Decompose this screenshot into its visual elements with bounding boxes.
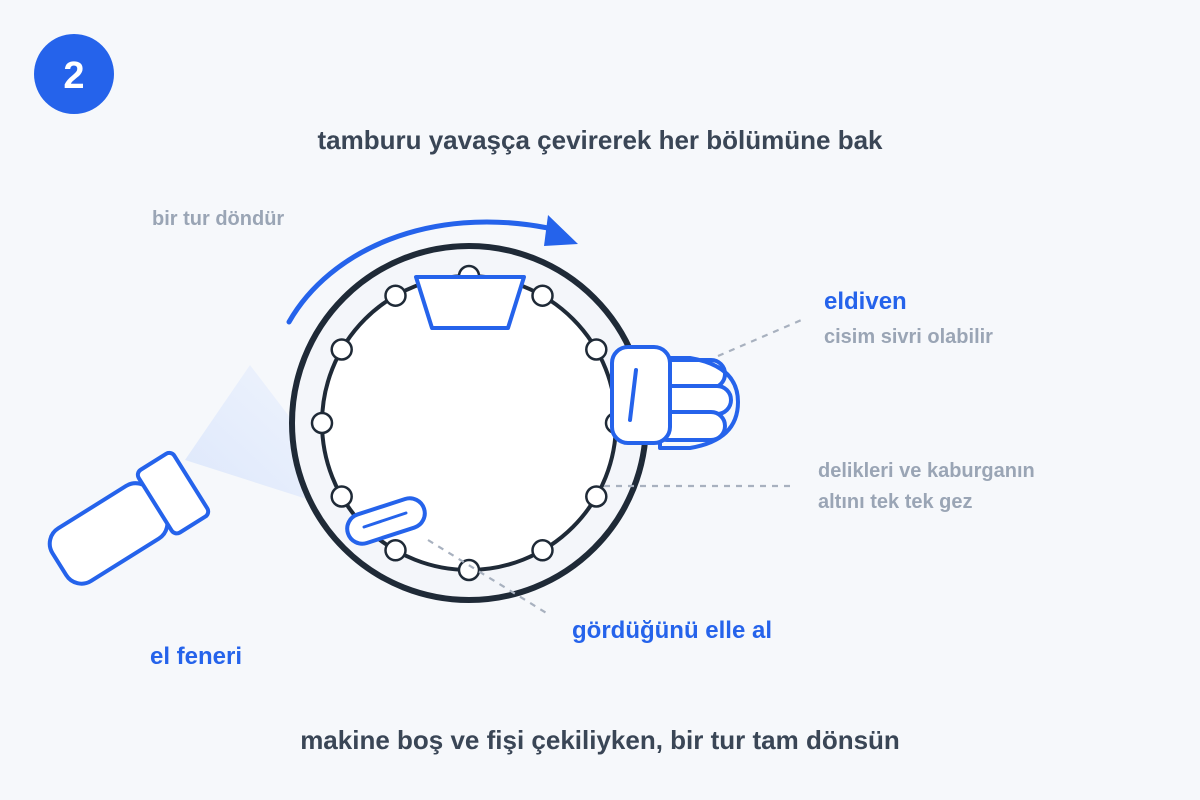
drum-hole-icon bbox=[384, 284, 407, 307]
rotation-arrow bbox=[286, 215, 578, 325]
drum-hole-icon bbox=[585, 485, 608, 508]
grab-label: gördüğünü elle al bbox=[572, 617, 772, 644]
drum-hole-icon bbox=[330, 485, 353, 508]
drum-hole-icon bbox=[330, 338, 353, 361]
grab-hand-icon bbox=[345, 496, 427, 546]
rotation-arrow-arc bbox=[286, 219, 551, 325]
step-badge: 2 bbox=[34, 34, 114, 114]
rotate-label: bir tur döndür bbox=[152, 208, 284, 230]
glove-label: eldiven bbox=[824, 288, 907, 315]
holes-label-line2: altını tek tek gez bbox=[818, 491, 973, 513]
step-badge-circle bbox=[34, 34, 114, 114]
drum-hole-icon bbox=[384, 539, 407, 562]
glove-icon bbox=[610, 345, 740, 450]
glove-leader-line bbox=[717, 316, 807, 358]
flashlight-icon bbox=[47, 450, 211, 586]
flashlight-beam bbox=[185, 365, 330, 500]
glove-note-label: cisim sivri olabilir bbox=[824, 326, 993, 348]
drum-hole-icon bbox=[457, 558, 481, 582]
step-number: 2 bbox=[63, 55, 84, 97]
rotation-arrow-head-icon bbox=[544, 215, 578, 246]
drum-hole-icon bbox=[310, 411, 334, 435]
drum-rib-icon bbox=[414, 275, 526, 330]
drum-hole-icon bbox=[585, 338, 608, 361]
washer-drum bbox=[289, 243, 649, 603]
page-title: tamburu yavaşça çevirerek her bölümüne b… bbox=[317, 125, 883, 155]
drum-hole-icon bbox=[531, 539, 554, 562]
flashlight-label: el feneri bbox=[150, 643, 242, 670]
footer-note: makine boş ve fişi çekiliyken, bir tur t… bbox=[300, 725, 900, 755]
holes-label-line1: delikleri ve kaburganın bbox=[818, 460, 1035, 482]
drum-hole-icon bbox=[531, 284, 554, 307]
